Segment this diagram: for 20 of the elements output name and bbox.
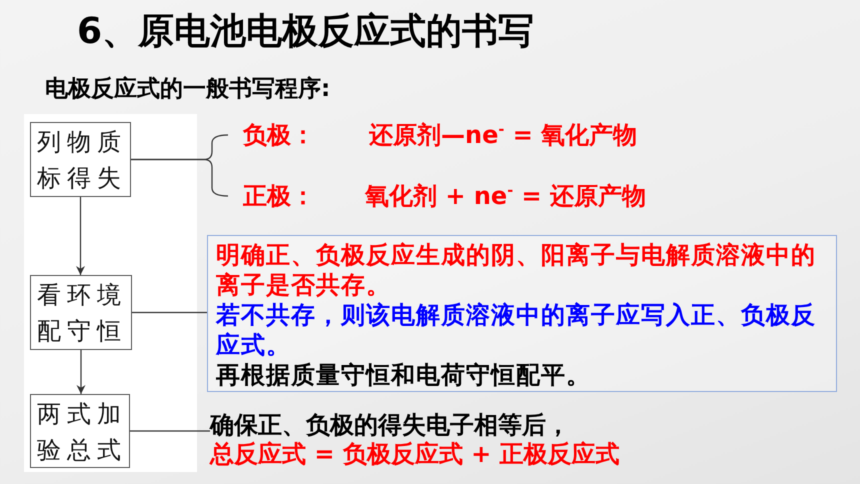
note-text: 若不共存，则该电解质溶液中的离子应写入正、负极反应式。 (216, 300, 817, 360)
connector-line (132, 312, 207, 314)
step-box: 列物质标得失 (30, 122, 131, 197)
subtitle-text: 电极反应式的一般书写程序: (45, 75, 330, 103)
slide-title: 6、原电池电极反应式的书写 (77, 10, 534, 54)
half-reaction-equation: 氧化剂 + ne$^{-}$ = 还原产物 (365, 181, 646, 211)
step-box: 看环境配守恒 (30, 275, 132, 350)
arrow (76, 350, 86, 394)
note-box (207, 235, 837, 392)
arrow (76, 197, 85, 275)
note-text: 确保正、负极的得失电子相等后， (210, 411, 570, 440)
equation-text: 总反应式 = 负极反应式 + 正极反应式 (210, 440, 620, 469)
half-reaction-equation: 还原剂—ne$^{-}$ = 氧化产物 (369, 120, 638, 150)
electrode-label: 正极： (243, 181, 315, 211)
electrode-label: 负极： (243, 120, 315, 150)
note-text: 再根据质量守恒和电荷守恒配平。 (216, 360, 592, 390)
connector-line (130, 430, 210, 432)
step-box: 两式加验总式 (30, 394, 130, 468)
note-text: 明确正、负极反应生成的阴、阳离子与电解质溶液中的离子是否共存。 (216, 240, 817, 300)
connector-line (131, 158, 228, 197)
